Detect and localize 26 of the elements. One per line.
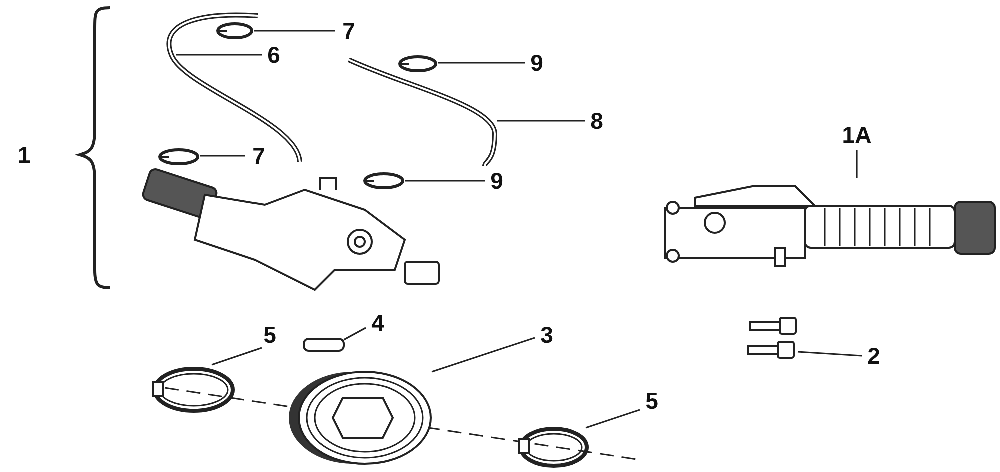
leader-line: [212, 347, 262, 366]
callout-number: 7: [245, 143, 273, 169]
leader-line: [798, 351, 862, 357]
callout-number: 4: [366, 310, 390, 336]
leader-line: [586, 409, 640, 429]
callout-number: 5: [258, 322, 282, 348]
callout-number: 2: [862, 343, 886, 369]
callout-number: 1: [18, 142, 31, 168]
leader-line: [856, 150, 858, 178]
callout-number: 1A: [832, 122, 882, 150]
leader-line: [176, 54, 262, 56]
leader-line: [254, 30, 335, 32]
callout-number: 9: [485, 168, 509, 194]
callout-number: 5: [640, 388, 664, 414]
leader-line: [438, 62, 525, 64]
leader-line: [432, 337, 536, 373]
callout-number: 6: [262, 42, 286, 68]
callout-number: 9: [525, 50, 549, 76]
leader-line: [405, 180, 485, 182]
callout-number: 3: [535, 322, 559, 348]
leader-line: [497, 120, 585, 122]
callout-number: 8: [585, 108, 609, 134]
pin-drawing: [303, 338, 345, 352]
callout-number: 7: [335, 18, 363, 44]
leader-line: [200, 155, 245, 157]
leader-line: [344, 327, 366, 341]
